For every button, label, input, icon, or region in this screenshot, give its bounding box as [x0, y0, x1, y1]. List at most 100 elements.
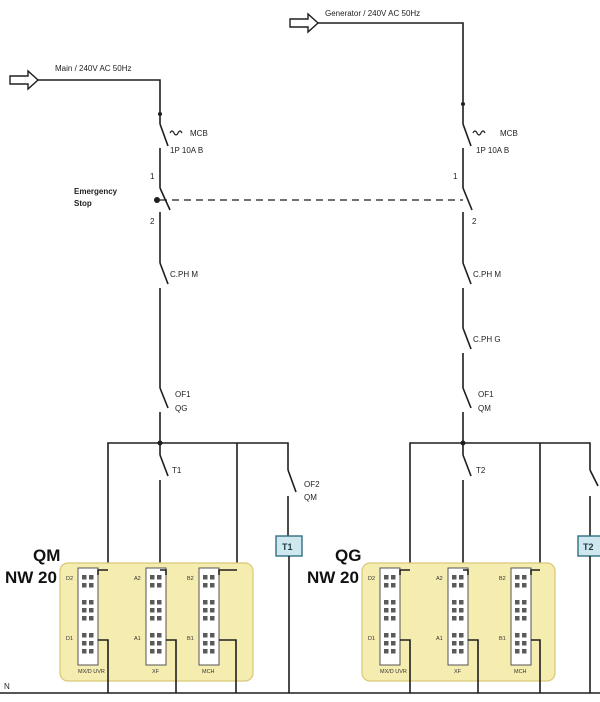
terminal-pin [157, 633, 162, 638]
terminal-pin [459, 608, 464, 613]
breaker-qg-name: QG [335, 546, 361, 565]
qm-block-label-xf: XF [152, 669, 160, 675]
terminal-pin [210, 583, 215, 588]
terminal-pin [150, 641, 155, 646]
mcb-right-rating: 1P 10A B [476, 146, 509, 155]
terminal-pin [82, 616, 87, 621]
mcb-left-rating: 1P 10A B [170, 146, 203, 155]
terminal-pin [452, 608, 457, 613]
qm-pin-label-a2: A2 [134, 576, 141, 582]
qg-pin-label-a2: A2 [436, 576, 443, 582]
aux-of2 [287, 455, 297, 536]
terminal-pin [391, 575, 396, 580]
qg-pin-label-b1: B1 [499, 636, 506, 642]
qg-pin-label-b2: B2 [499, 576, 506, 582]
terminal-pin [522, 616, 527, 621]
terminal-pin [150, 649, 155, 654]
terminal-pin [150, 616, 155, 621]
coil-t2-label: T2 [583, 542, 594, 552]
terminal-pin [157, 575, 162, 580]
terminal-pin [515, 583, 520, 588]
terminal-pin [515, 649, 520, 654]
right-bus-wire [409, 442, 591, 570]
emergency-stop-label-line1: Emergency [74, 187, 118, 196]
breaker-qm-model: NW 20 [5, 568, 57, 587]
aux-of1-right [462, 380, 472, 443]
generator-source-label: Generator / 240V AC 50Hz [325, 9, 420, 18]
terminal-pin [82, 649, 87, 654]
terminal-pin [150, 600, 155, 605]
qg-pin-label-a1: A1 [436, 636, 443, 642]
aux-of1-left [159, 380, 169, 443]
contactor-cphm-right-label: C.PH M [473, 270, 501, 279]
terminal-pin [157, 600, 162, 605]
qm-wire-d1 [98, 639, 109, 693]
terminal-pin [89, 649, 94, 654]
terminal-pin [391, 600, 396, 605]
qm-block-label-mxd: MX/D UVR [78, 669, 105, 675]
terminal-pin [459, 616, 464, 621]
terminal-pin [150, 608, 155, 613]
qm-pin-label-b2: B2 [187, 576, 194, 582]
qg-block-label-xf: XF [454, 669, 462, 675]
terminal-pin [210, 608, 215, 613]
aux-of1-right-sub: QM [478, 404, 491, 413]
terminal-pin [452, 600, 457, 605]
emergency-stop-label-line2: Stop [74, 199, 92, 208]
terminal-pin [157, 649, 162, 654]
terminal-pin [522, 575, 527, 580]
qg-wire-a1 [468, 639, 479, 693]
terminal-pin [515, 633, 520, 638]
estop-left-terminal-2: 2 [150, 217, 155, 226]
aux-of2-name: OF2 [304, 480, 320, 489]
contact-t2-label: T2 [476, 466, 486, 475]
terminal-pin [384, 583, 389, 588]
terminal-pin [203, 649, 208, 654]
breaker-qm-name: QM [33, 546, 60, 565]
terminal-pin [157, 583, 162, 588]
main-source-arrow [9, 69, 40, 91]
qg-block-mxd [379, 567, 401, 666]
terminal-pin [210, 575, 215, 580]
terminal-pin [384, 649, 389, 654]
terminal-pin [515, 616, 520, 621]
terminal-pin [82, 600, 87, 605]
aux-right-partial [589, 469, 599, 487]
terminal-pin [452, 575, 457, 580]
terminal-pin [522, 600, 527, 605]
terminal-pin [203, 600, 208, 605]
generator-source-arrow [289, 12, 320, 34]
emergency-stop-left [154, 170, 171, 255]
contactor-cphm-left [159, 255, 169, 380]
mcb-left-name: MCB [190, 129, 208, 138]
terminal-pin [452, 583, 457, 588]
left-bus-wire [107, 442, 289, 570]
contact-t1-label: T1 [172, 466, 182, 475]
terminal-pin [515, 575, 520, 580]
qg-pin-grid [384, 575, 527, 654]
terminal-pin [459, 641, 464, 646]
terminal-pin [89, 600, 94, 605]
terminal-pin [157, 641, 162, 646]
terminal-pin [522, 583, 527, 588]
terminal-pin [452, 633, 457, 638]
terminal-pin [150, 633, 155, 638]
terminal-pin [82, 583, 87, 588]
terminal-pin [210, 641, 215, 646]
terminal-pin [203, 616, 208, 621]
terminal-pin [384, 616, 389, 621]
terminal-pin [452, 616, 457, 621]
qg-wire-d1 [400, 639, 411, 693]
terminal-pin [459, 583, 464, 588]
terminal-pin [210, 616, 215, 621]
coil-t1-label: T1 [282, 542, 293, 552]
contactor-cphg [462, 320, 472, 380]
terminal-pin [89, 616, 94, 621]
terminal-pin [384, 608, 389, 613]
qg-block-mch [510, 567, 532, 666]
contactor-cphm-right [462, 255, 472, 320]
terminal-pin [391, 649, 396, 654]
terminal-pin [391, 608, 396, 613]
terminal-pin [522, 641, 527, 646]
